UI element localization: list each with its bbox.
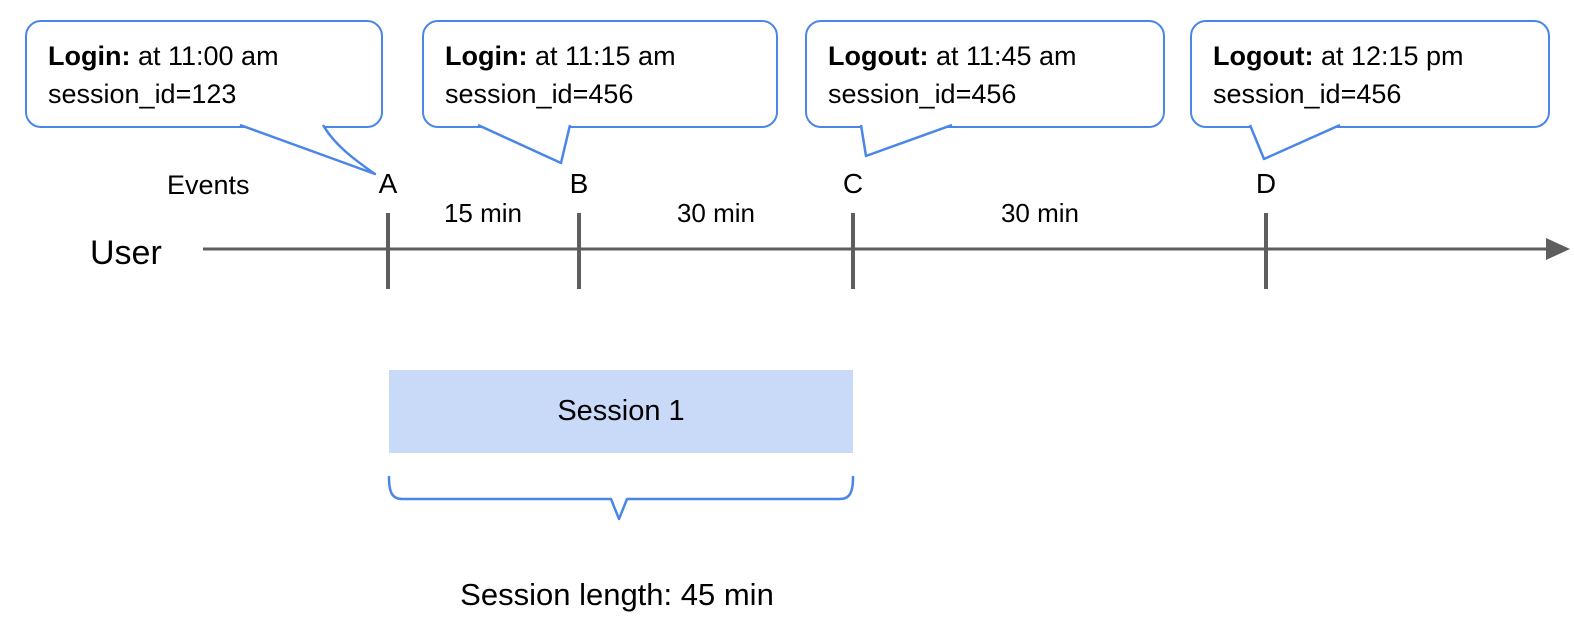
callout-session-id: session_id=456	[445, 79, 634, 109]
session-length-label: Session length: 45 min	[460, 577, 774, 612]
callout-line-event: Logout: at 11:45 am	[828, 37, 1153, 75]
callout-line-event: Login: at 11:15 am	[445, 37, 766, 75]
session-1-bar-label: Session 1	[557, 395, 685, 427]
callout-event-type: Logout:	[828, 41, 929, 71]
timeline-arrow-icon	[1546, 238, 1570, 260]
callout-event-d: Logout: at 12:15 pm session_id=456	[1190, 20, 1550, 128]
callout-tail-c-icon	[859, 123, 953, 158]
events-axis-label: Events	[167, 170, 250, 200]
callout-tail-a-icon	[239, 123, 377, 176]
interval-label-b-c: 30 min	[676, 198, 756, 228]
callout-event-b: Login: at 11:15 am session_id=456	[422, 20, 778, 128]
callout-event-time: at 11:00 am	[130, 41, 279, 71]
event-mark-label-d: D	[1255, 168, 1277, 199]
callout-event-a: Login: at 11:00 am session_id=123	[25, 20, 383, 128]
callout-session-id: session_id=456	[1213, 79, 1402, 109]
user-axis-label: User	[90, 234, 162, 272]
interval-label-a-b: 15 min	[443, 198, 523, 228]
callout-event-type: Logout:	[1213, 41, 1314, 71]
callout-line-event: Logout: at 12:15 pm	[1213, 37, 1538, 75]
session-1-bar: Session 1	[389, 370, 853, 453]
callout-event-type: Login:	[445, 41, 528, 71]
callout-event-time: at 12:15 pm	[1313, 41, 1464, 71]
event-mark-label-c: C	[842, 168, 864, 199]
callout-event-time: at 11:15 am	[527, 41, 676, 71]
event-mark-label-b: B	[569, 168, 589, 199]
callout-session-id: session_id=456	[828, 79, 1017, 109]
callout-line-event: Login: at 11:00 am	[48, 37, 371, 75]
callout-event-time: at 11:45 am	[928, 41, 1077, 71]
interval-label-c-d: 30 min	[1000, 198, 1080, 228]
event-mark-label-a: A	[378, 168, 398, 199]
callout-tail-d-icon	[1248, 123, 1341, 161]
callout-tail-b-icon	[477, 123, 572, 165]
callout-session-id: session_id=123	[48, 79, 237, 109]
session-brace-icon	[387, 475, 855, 521]
callout-event-type: Login:	[48, 41, 131, 71]
callout-event-c: Logout: at 11:45 am session_id=456	[805, 20, 1165, 128]
